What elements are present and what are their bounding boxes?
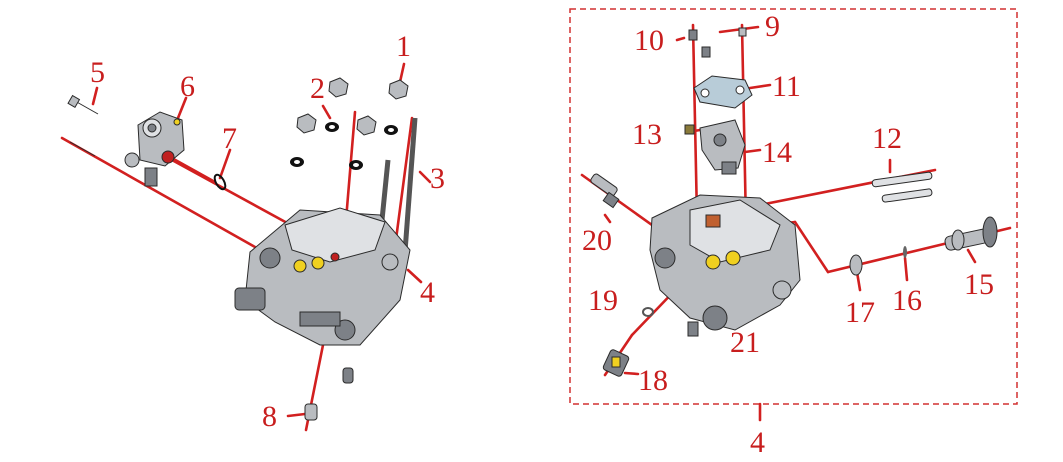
callout-11: 11 [772,70,801,103]
cylinder-head-left [234,207,411,346]
plate-part-11 [693,75,753,109]
callout-10: 10 [634,24,664,57]
callout-15: 15 [964,268,994,301]
bearing-part-17 [849,254,863,276]
dowel-part-8 [304,367,354,421]
detail-box-assembly [569,8,1018,422]
callout-5: 5 [90,56,105,89]
callout-2: 2 [310,72,325,105]
bolt-part-5 [67,94,99,115]
sensor-part-18 [602,349,630,377]
callout-labels: 1 2 3 4 5 6 7 8 9 10 11 12 13 14 15 16 1… [90,10,994,459]
left-leader-lines [60,62,432,432]
callout-20: 20 [582,224,612,257]
pins-part-12 [871,171,933,203]
cylinder-head-detail [649,194,801,337]
callout-8: 8 [262,400,277,433]
nuts-part-1 [296,77,409,136]
washer-part-16 [903,246,907,258]
callout-13: 13 [632,118,662,151]
callout-3: 3 [430,162,445,195]
callout-19: 19 [588,284,618,317]
callout-16: 16 [892,284,922,317]
rocker-part-13-14 [684,119,746,175]
callout-1: 1 [396,30,411,63]
callout-14: 14 [762,136,792,169]
stud-left [69,141,96,157]
spark-plug-part-20 [590,173,620,209]
callout-6: 6 [180,70,195,103]
left-assembly [60,62,432,432]
o-ring-part-7 [213,173,227,191]
callout-18: 18 [638,364,668,397]
callout-21: 21 [730,326,760,359]
washers-part-2 [290,122,398,170]
bolts-part-9-10 [688,27,747,58]
callout-9: 9 [765,10,780,43]
washer-part-19 [642,307,654,317]
callout-12: 12 [872,122,902,155]
callout-7: 7 [222,122,237,155]
callout-17: 17 [845,296,875,329]
callout-4-box: 4 [750,426,765,459]
callout-4: 4 [420,276,435,309]
pump-part-6 [124,111,185,187]
camshaft-part-15 [944,216,998,251]
detail-box-border [569,8,1018,405]
